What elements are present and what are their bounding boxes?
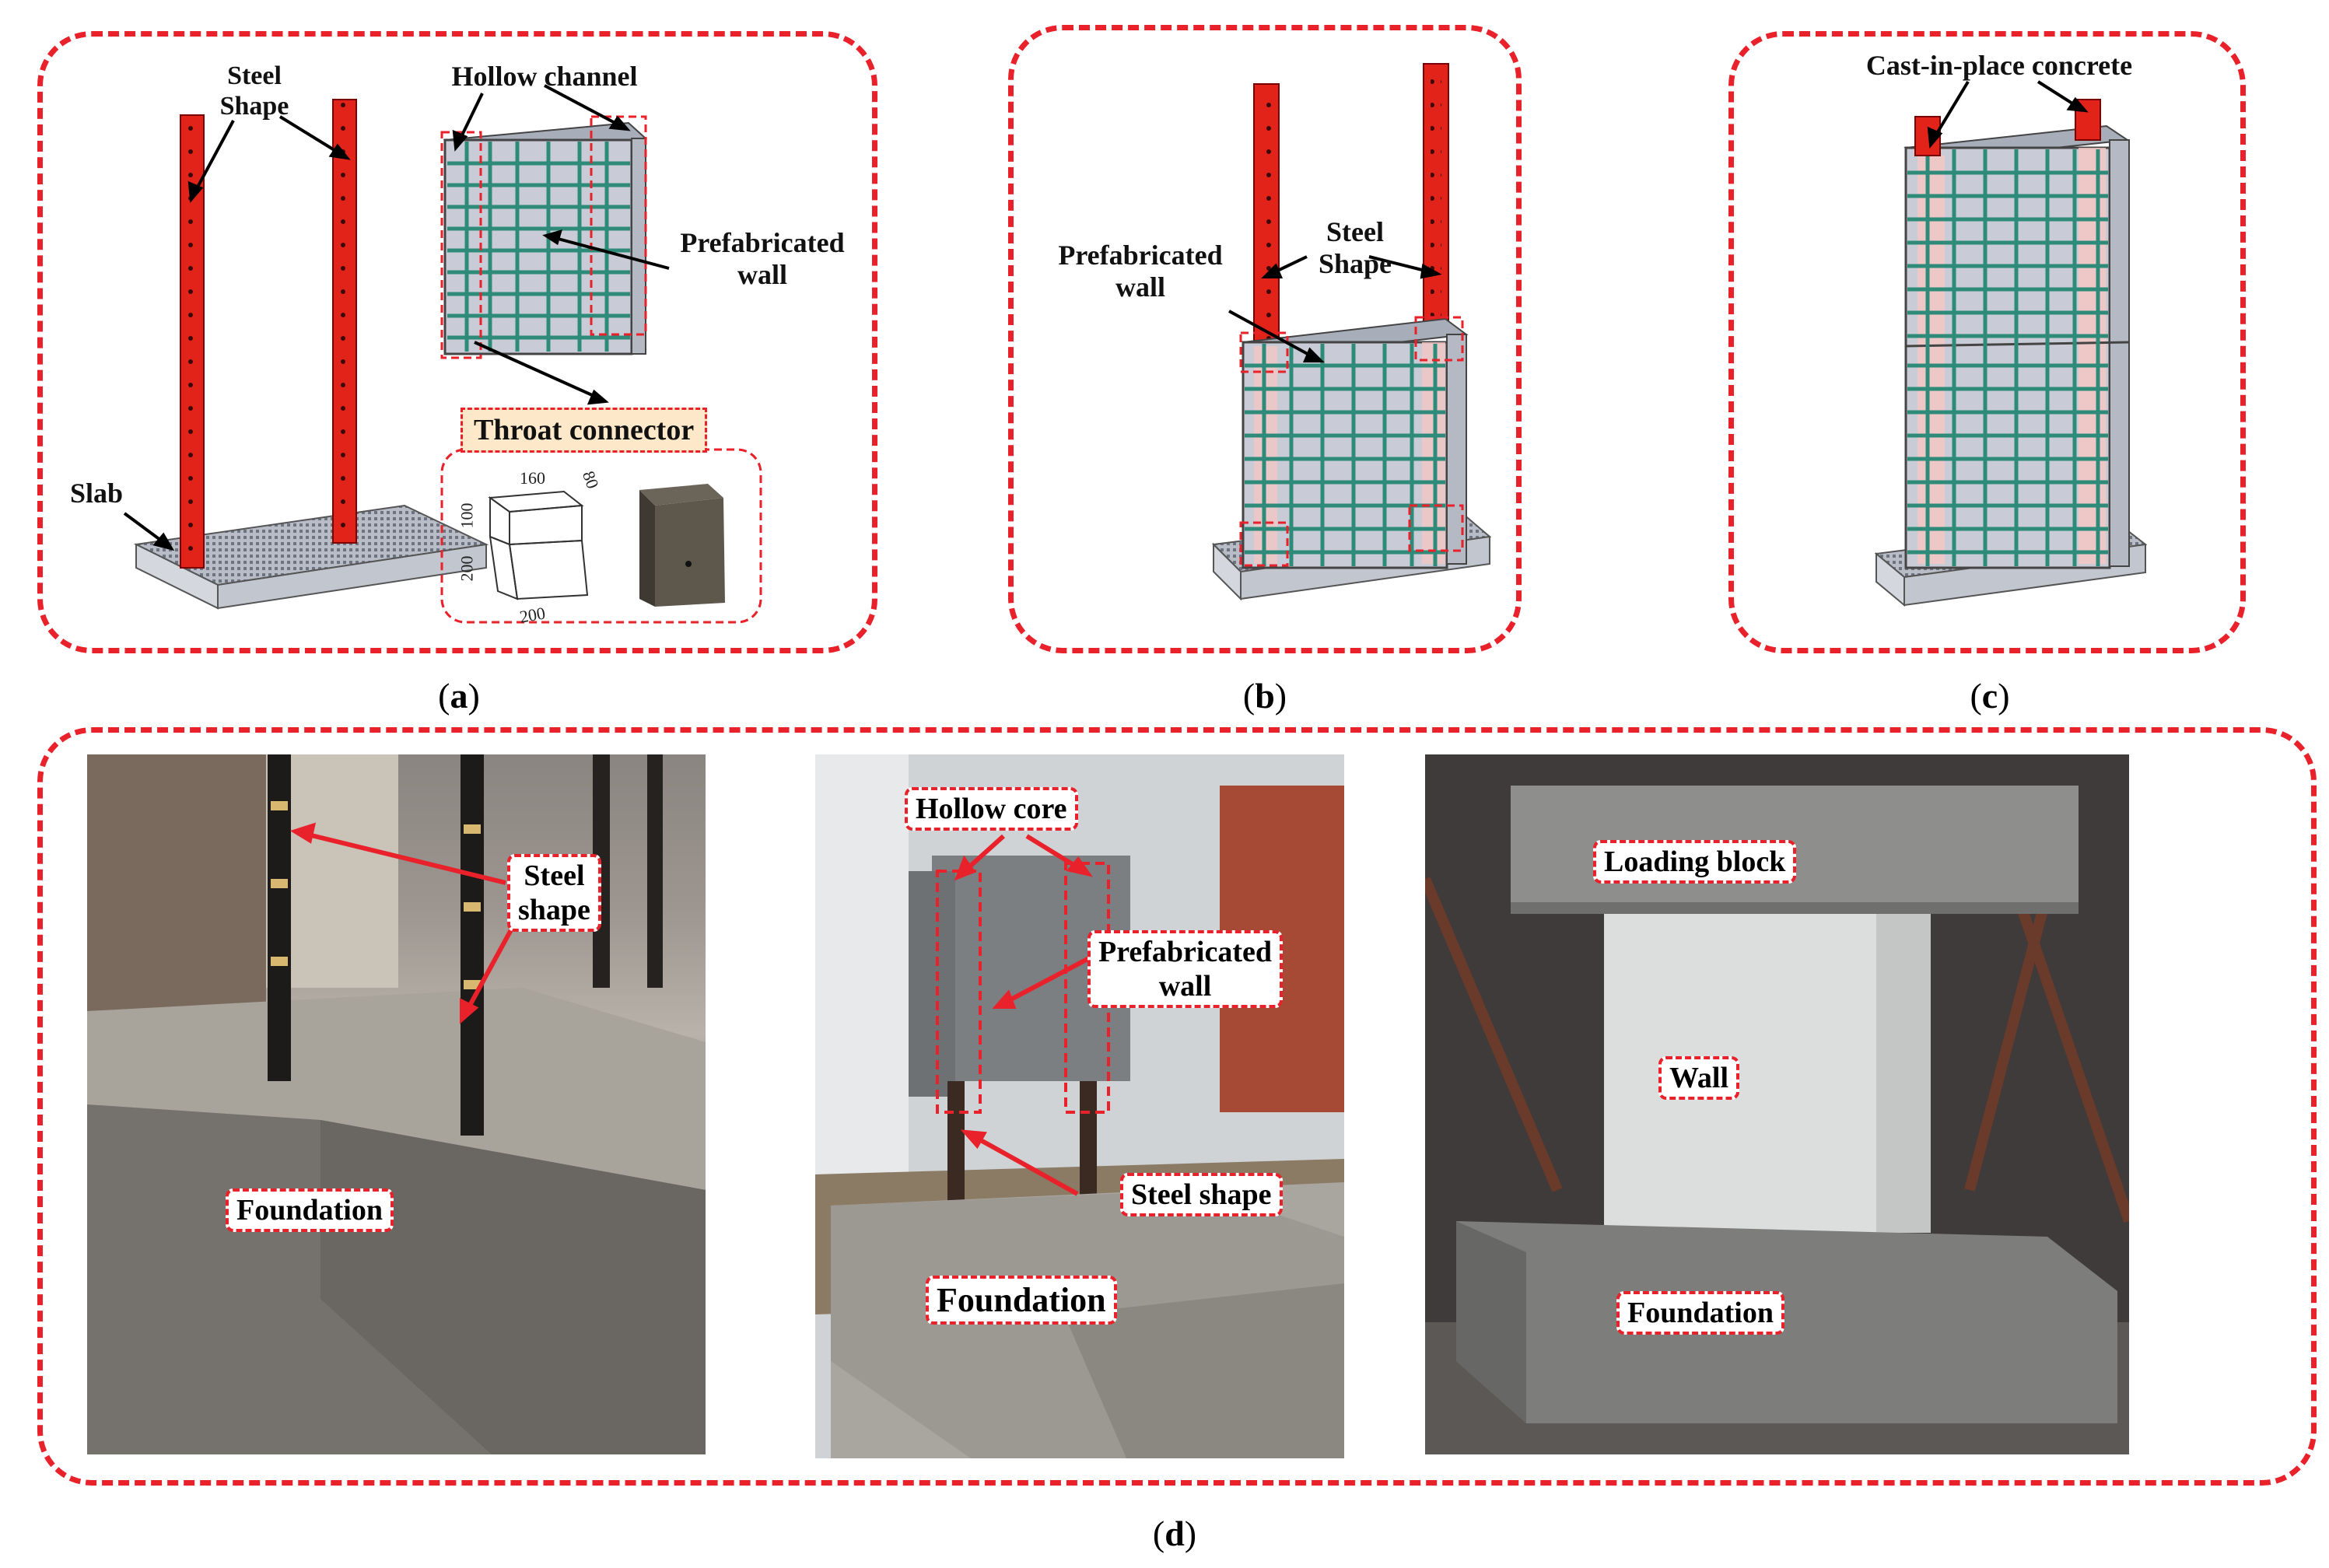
photo-3-wall-label: Wall	[1658, 1056, 1740, 1100]
panel-a-slab-label: Slab	[69, 478, 124, 509]
prefab-wall-b	[1239, 316, 1469, 569]
slab-a	[133, 504, 489, 610]
panel-b-frame	[1008, 25, 1522, 653]
caption-c: (c)	[1970, 676, 2010, 716]
caption-a: (a)	[438, 676, 480, 716]
photo-2-prefab-wall-label: Prefabricated wall	[1087, 930, 1283, 1008]
panel-d-frame	[37, 727, 2317, 1486]
prefab-wall-a	[440, 115, 648, 359]
panel-b-prefab-wall-label: Prefabricated wall	[1058, 240, 1223, 303]
steel-column-right	[332, 99, 357, 544]
full-wall-c	[1903, 99, 2130, 569]
photo-2-steel-shape-label: Steel shape	[1120, 1173, 1283, 1216]
throat-connector-photo	[639, 484, 725, 607]
photo-3-foundation-label: Foundation	[1616, 1291, 1784, 1335]
steel-column-b-left	[1253, 83, 1280, 349]
caption-b: (b)	[1242, 676, 1287, 716]
panel-a-hollow-channel-label: Hollow channel	[451, 61, 638, 92]
panel-c-cast-in-place-label: Cast-in-place concrete	[1865, 50, 2133, 81]
steel-column-b-right	[1423, 63, 1449, 333]
steel-column-left	[180, 114, 205, 569]
panel-a-arrows	[123, 84, 670, 551]
panel-a-prefab-wall-label: Prefabricated wall	[680, 227, 845, 291]
panel-c-arrows	[1927, 80, 2089, 149]
photo-2-hollow-core-label: Hollow core	[905, 787, 1078, 831]
photo-1-steel-shape	[87, 754, 706, 1454]
panel-c-frame	[1728, 31, 2246, 653]
photo-2-foundation-label: Foundation	[926, 1276, 1117, 1325]
caption-d: (d)	[1152, 1514, 1197, 1553]
photo-1-steel-shape-label: Steel shape	[507, 854, 601, 932]
photo-1-foundation-label: Foundation	[226, 1188, 394, 1232]
throat-connector-label: Throat connector	[461, 408, 708, 453]
panel-b-steel-shape-label: Steel Shape	[1318, 216, 1392, 280]
throat-connector-drawing	[488, 490, 589, 600]
photo-3-loading-block-label: Loading block	[1593, 840, 1797, 884]
panel-b-arrows	[1228, 255, 1442, 362]
panel-a-frame	[37, 31, 877, 653]
dim-160: 160	[520, 468, 545, 488]
panel-a-steel-shape-label: Steel Shape	[219, 61, 289, 121]
